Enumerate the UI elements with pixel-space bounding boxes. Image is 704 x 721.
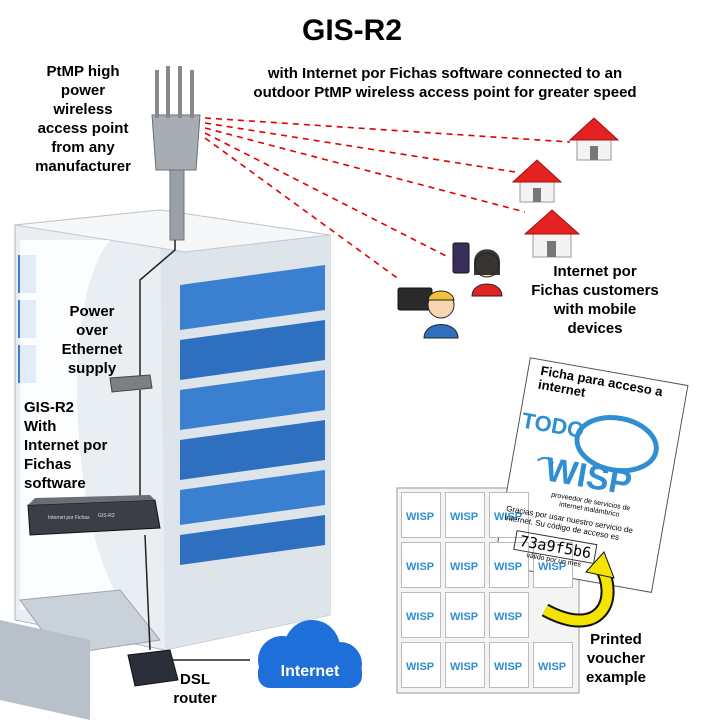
device-model-text: GIS-R2 xyxy=(98,513,115,519)
subtitle-line-1: with Internet por Fichas software connec… xyxy=(267,65,623,82)
house-icon-3 xyxy=(523,209,581,258)
diagram-title: GIS-R2 xyxy=(301,14,403,47)
device-front-text: Internet por Fichas xyxy=(48,515,90,521)
ptmp-access-point xyxy=(151,114,201,171)
voucher-card xyxy=(493,357,689,593)
user-with-phone-icon xyxy=(452,242,503,297)
internet-label: Internet xyxy=(280,663,340,680)
house-icon-1 xyxy=(568,117,620,161)
subtitle-line-2: outdoor PtMP wireless access point for g… xyxy=(253,84,637,101)
internet-cloud xyxy=(258,620,362,688)
wireless-links xyxy=(204,117,571,281)
dsl-router xyxy=(127,649,179,687)
voucher-brand-top: TODO xyxy=(519,407,587,444)
voucher-card-text: Ficha para acceso a internet TODO WISP p… xyxy=(488,359,692,595)
poe-supply-box xyxy=(109,374,153,393)
building-illustration xyxy=(0,209,331,720)
user-with-tablet-icon xyxy=(397,287,459,339)
house-icon-2 xyxy=(511,159,563,203)
yellow-arrow xyxy=(542,562,613,626)
voucher-grid: WISP WISP WISP WISP WISP WISP WISP WISP … xyxy=(401,492,577,690)
